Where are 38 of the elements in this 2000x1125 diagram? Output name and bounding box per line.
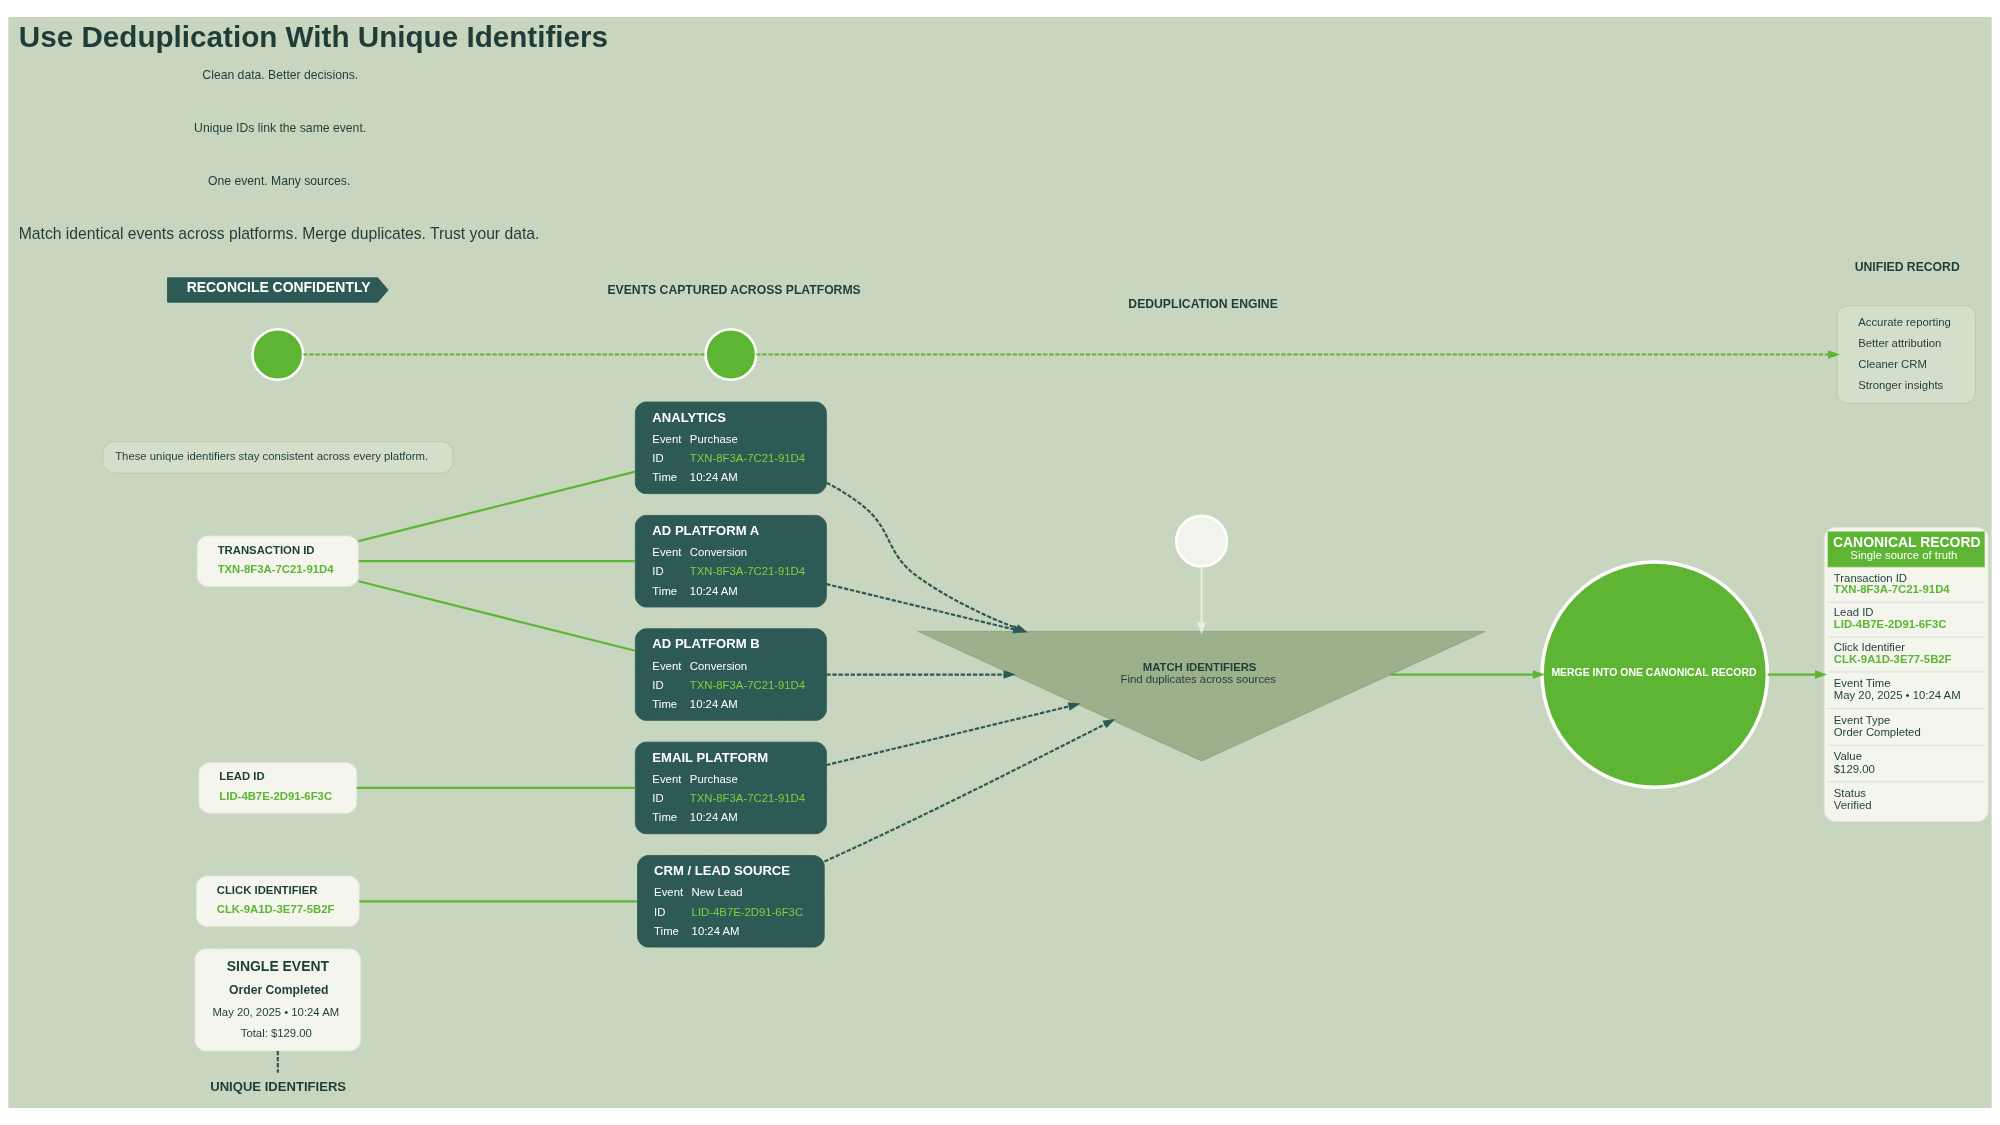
node-box: CLICK IDENTIFIER CLK-9A1D-3E77-5B2F <box>195 875 360 928</box>
label: Match identical events across platforms. Merge duplicates. Trust your data. <box>18 224 540 242</box>
diagram-title: Use Deduplication With Unique Identifiers <box>18 19 609 53</box>
node-circle <box>251 327 305 382</box>
node-box: ANALYTICS Event Purchase ID TXN-8F3A-7C21-91D4 Time 10:24 AM <box>634 401 827 495</box>
node-circle <box>704 327 758 382</box>
node-circle: MERGE INTO ONE CANONICAL RECORD <box>1540 560 1770 789</box>
connector <box>358 470 636 543</box>
node-text: UNIQUE IDENTIFIERS <box>210 1078 347 1094</box>
label: DEDUPLICATION ENGINE <box>1128 297 1278 312</box>
label: Unique IDs link the same event. <box>194 120 367 135</box>
arrow <box>826 670 1016 679</box>
node-circle <box>1175 514 1229 568</box>
connector <box>276 1050 279 1073</box>
node-box: TRANSACTION ID TXN-8F3A-7C21-91D4 <box>196 535 359 587</box>
arrow <box>823 718 1116 863</box>
connector <box>359 900 638 903</box>
connector <box>303 353 706 356</box>
arrow <box>1767 670 1828 679</box>
node-box: These unique identifiers stay consistent across every platform. <box>102 441 454 474</box>
node-box: CRM / LEAD SOURCE Event New Lead ID LID-4B7E-2D91-6F3C Time 10:24 AM <box>637 855 825 948</box>
node-box: EMAIL PLATFORM Event Purchase ID TXN-8F3A-7C21-91D4 Time 10:24 AM <box>634 741 827 835</box>
arrow <box>756 350 1841 359</box>
node-box: LEAD ID LID-4B7E-2D91-6F3C <box>198 762 358 814</box>
label: One event. Many sources. <box>208 174 351 189</box>
node-box: AD PLATFORM B Event Conversion ID TXN-8F3A-7C21-91D4 Time 10:24 AM <box>634 628 827 721</box>
node-box: SINGLE EVENT Order Completed May 20, 2025 • 10:24 AM Total: $129.00 <box>194 948 362 1052</box>
label: UNIFIED RECORD <box>1854 259 1960 274</box>
node-box: Accurate reporting Better attribution Cleaner CRM Stronger insights <box>1836 305 1976 404</box>
arrow <box>826 702 1081 767</box>
arrow <box>1390 670 1546 679</box>
label: Clean data. Better decisions. <box>202 67 359 82</box>
node-box: AD PLATFORM A Event Conversion ID TXN-8F3A-7C21-91D4 Time 10:24 AM <box>634 514 827 608</box>
connector <box>358 580 636 652</box>
arrow <box>1197 566 1206 635</box>
label: EVENTS CAPTURED ACROSS PLATFORMS <box>607 283 861 298</box>
connector <box>358 560 636 563</box>
connector <box>356 786 636 790</box>
